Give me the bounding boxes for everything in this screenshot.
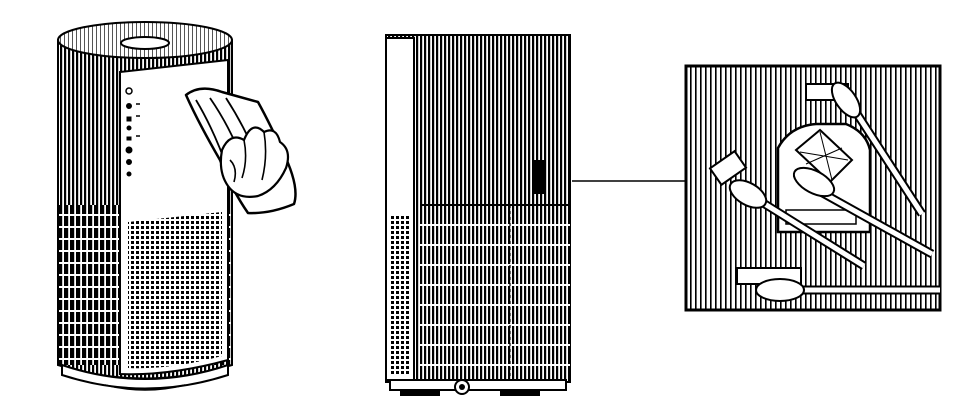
control-panel-icons (125, 87, 140, 177)
purifier-wipe-view (57, 21, 297, 391)
hand-icon (219, 126, 290, 198)
sensor-cleaning-detail (684, 64, 942, 312)
purifier-side-view (385, 34, 571, 396)
cotton-swab-icon (728, 81, 940, 302)
